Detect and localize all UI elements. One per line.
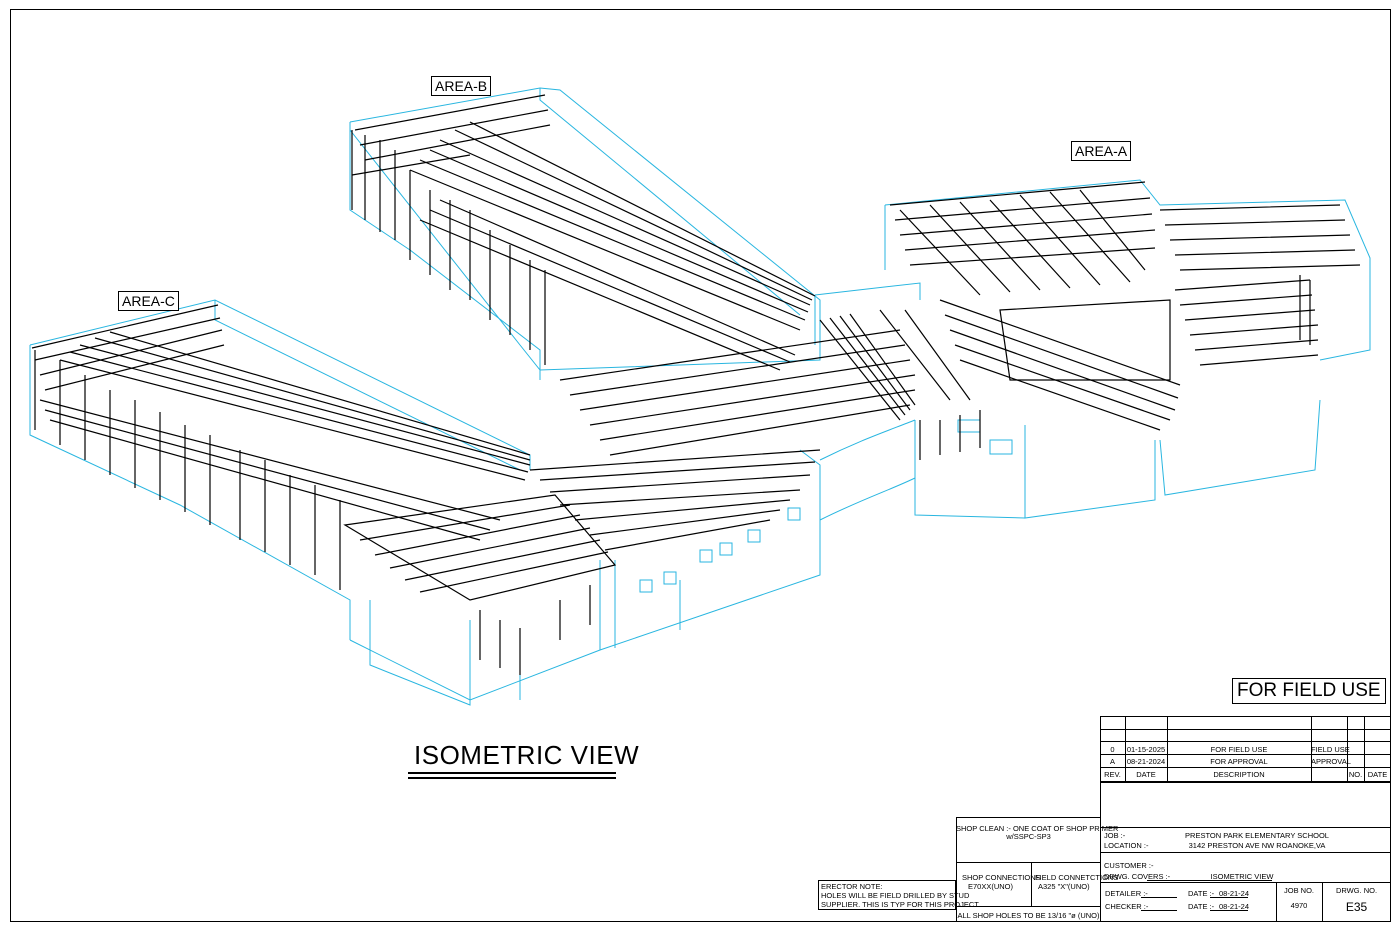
detailer-date-line [1210, 897, 1248, 898]
field-connections-value: A325 "X"(UNO) [1038, 882, 1090, 891]
rev-row-line [1100, 729, 1391, 730]
checker-date-label: DATE :- [1188, 902, 1215, 911]
checker-date: 08-21-24 [1219, 902, 1250, 911]
area-c-label: AREA-C [118, 291, 179, 311]
drwg-no-value: E35 [1345, 900, 1368, 914]
rev-row-line [1100, 767, 1391, 768]
for-field-use-stamp: FOR FIELD USE [1232, 678, 1386, 704]
job-name: PRESTON PARK ELEMENTARY SCHOOL [1185, 831, 1329, 840]
checker-date-line [1210, 910, 1248, 911]
detailer-date: 08-21-24 [1219, 889, 1250, 898]
rev-col-line [1347, 716, 1348, 782]
rev-a-no: APPROVAL [1311, 757, 1351, 766]
detailer-date-label: DATE :- [1188, 889, 1215, 898]
view-title-underline-2 [408, 777, 616, 779]
rev-a-date: 08-21-2024 [1126, 757, 1166, 766]
notes-line [956, 906, 1101, 907]
rev-header-description: DESCRIPTION [1213, 770, 1265, 779]
area-b-label: AREA-B [431, 76, 492, 96]
checker-line [1141, 910, 1177, 911]
rev-col-line [1364, 716, 1365, 782]
rev-header-date2: DATE [1367, 770, 1388, 779]
checker-label: CHECKER :- [1105, 902, 1149, 911]
covers-label: DRWG. COVERS :- [1104, 872, 1171, 881]
tb-line [1100, 882, 1391, 883]
erector-note-line-2: SUPPLIER. THIS IS TYP FOR THIS PROJECT. [821, 900, 981, 909]
covers-underline [1147, 880, 1272, 881]
rev-header-no: NO. [1348, 770, 1363, 779]
rev-a-description: FOR APPROVAL [1210, 757, 1268, 766]
rev-col-line [1167, 716, 1168, 782]
tb-line [1100, 852, 1391, 853]
rev-0-description: FOR FIELD USE [1210, 745, 1268, 754]
location-label: LOCATION :- [1104, 841, 1149, 850]
rev-0-no: FIELD USE [1311, 745, 1350, 754]
shop-clean-note-2: w/SSPC-SP3 [1006, 832, 1051, 841]
notes-col-line [1031, 862, 1032, 906]
view-title: ISOMETRIC VIEW [414, 740, 640, 770]
rev-0: 0 [1110, 745, 1115, 754]
detailer-line [1141, 897, 1177, 898]
view-title-underline [408, 772, 616, 774]
drwg-no-label: DRWG. NO. [1335, 886, 1378, 895]
shop-connections-label: SHOP CONNECTIONS [962, 873, 1041, 882]
field-connections-label: FIELD CONNETCTIONS [1035, 873, 1119, 882]
erector-note-title: ERECTOR NOTE: [821, 882, 883, 891]
customer-label: CUSTOMER :- [1104, 861, 1154, 870]
erector-note-box [818, 880, 956, 910]
rev-col-line [1125, 716, 1126, 782]
detailer-label: DETAILER :- [1105, 889, 1148, 898]
job-no-value: 4970 [1290, 901, 1308, 910]
erector-note-line-1: HOLES WILL BE FIELD DRILLED BY STUD [821, 891, 970, 900]
rev-col-line [1311, 716, 1312, 782]
job-label: JOB :- [1104, 831, 1126, 840]
shop-clean-note: SHOP CLEAN :- ONE COAT OF SHOP PRIMER [956, 824, 1119, 833]
notes-block [956, 817, 1101, 922]
rev-a: A [1109, 757, 1115, 766]
tb-col-line [1276, 882, 1277, 922]
rev-0-date: 01-15-2025 [1126, 745, 1166, 754]
shop-connections-value: E70XX(UNO) [968, 882, 1014, 891]
rev-row-line [1100, 754, 1391, 755]
job-no-label: JOB NO. [1283, 886, 1314, 895]
location-value: 3142 PRESTON AVE NW ROANOKE,VA [1188, 841, 1326, 850]
shop-holes-note: ALL SHOP HOLES TO BE 13/16 "ø (UNO) [957, 911, 1100, 920]
tb-line [1100, 827, 1391, 828]
revision-table [1100, 716, 1391, 782]
tb-col-line [1322, 882, 1323, 922]
drawing-sheet-border [10, 9, 1391, 922]
rev-row-line [1100, 741, 1391, 742]
rev-header-date: DATE [1136, 770, 1156, 779]
rev-header-rev: REV. [1104, 770, 1121, 779]
covers-value: ISOMETRIC VIEW [1210, 872, 1274, 881]
area-a-label: AREA-A [1071, 141, 1132, 161]
notes-line [956, 862, 1101, 863]
